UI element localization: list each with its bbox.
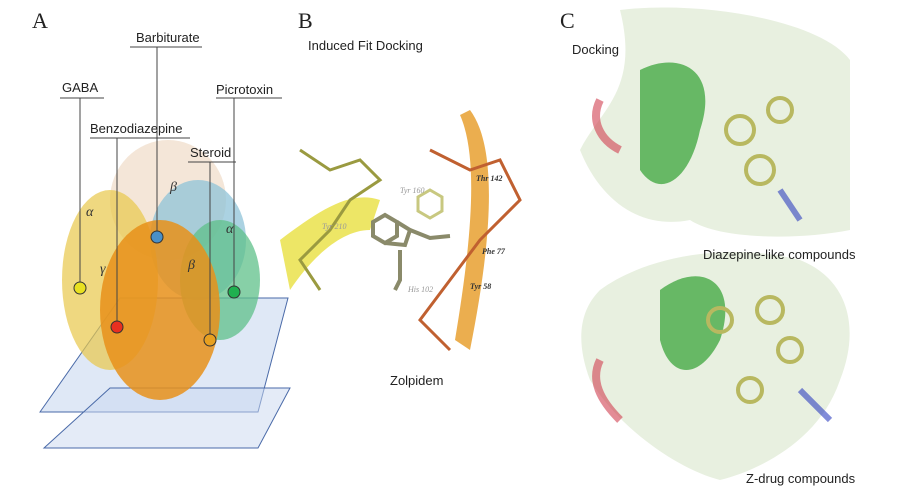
gamma-subunit-orange bbox=[100, 220, 220, 400]
panel-c-letter: C bbox=[560, 8, 575, 33]
subunit-gamma: γ bbox=[100, 262, 106, 277]
panel-c-title: Docking bbox=[572, 42, 619, 57]
surface-top bbox=[580, 7, 850, 237]
subunit-beta-right: β bbox=[188, 258, 195, 273]
residue-his102: His 102 bbox=[408, 285, 434, 294]
membrane-plane-bottom bbox=[42, 387, 291, 449]
label-barbiturate: Barbiturate bbox=[136, 30, 200, 45]
panel-b-caption: Zolpidem bbox=[390, 373, 444, 388]
residue-tyr58: Tyr 58 bbox=[470, 282, 492, 291]
label-gaba: GABA bbox=[62, 80, 99, 95]
ligand-bottom bbox=[706, 295, 804, 404]
panel-a-letter: A bbox=[32, 8, 48, 33]
caption-z-drug: Z-drug compounds bbox=[746, 471, 856, 486]
subunit-beta-top: β bbox=[170, 180, 177, 195]
subunit-alpha-right: α bbox=[226, 222, 234, 237]
residue-tyr160: Tyr 160 bbox=[400, 186, 425, 195]
label-benzodiazepine: Benzodiazepine bbox=[90, 121, 183, 136]
residue-phe77: Phe 77 bbox=[482, 247, 505, 256]
orange-ribbon bbox=[455, 110, 489, 350]
zolpidem-ligand bbox=[371, 212, 451, 291]
gaba-site bbox=[73, 281, 87, 295]
barbiturate-site bbox=[150, 230, 164, 244]
tyr160-ring bbox=[416, 188, 444, 220]
label-picrotoxin: Picrotoxin bbox=[216, 82, 274, 97]
residue-tyr210: Tyr 210 bbox=[322, 222, 347, 231]
picrotoxin-site bbox=[227, 285, 241, 299]
benzodiazepine-site bbox=[110, 320, 124, 334]
residue-thr142: Thr 142 bbox=[476, 174, 503, 183]
caption-diazepine-like: Diazepine-like compounds bbox=[703, 247, 856, 262]
ligand-top bbox=[724, 96, 794, 186]
steroid-site bbox=[203, 333, 217, 347]
label-steroid: Steroid bbox=[190, 145, 232, 160]
panel-b-title: Induced Fit Docking bbox=[308, 38, 423, 53]
subunit-alpha-left: α bbox=[86, 205, 94, 220]
panel-b-letter: B bbox=[298, 8, 313, 33]
